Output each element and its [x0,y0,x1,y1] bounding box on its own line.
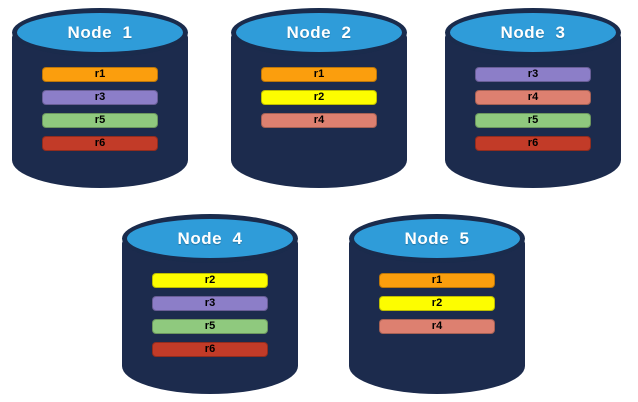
record-bar-r1: r1 [42,67,158,82]
node-title: Node 4 [177,228,243,248]
record-list: r3 r4 r5 r6 [445,67,621,151]
database-cylinder-body [445,32,621,188]
record-bar-r2: r2 [379,296,495,311]
record-bar-r5: r5 [42,113,158,128]
database-cylinder-body [349,238,525,394]
record-bar-r6: r6 [475,136,591,151]
node-title: Node 3 [500,22,566,42]
database-cylinder-top: Node 1 [12,8,188,57]
record-bar-r6: r6 [42,136,158,151]
record-bar-r3: r3 [152,296,268,311]
record-list: r1 r2 r4 [349,273,525,334]
record-bar-r1: r1 [379,273,495,288]
node-4-cylinder: Node 4 r2 r3 r5 r6 [122,214,298,394]
node-5-cylinder: Node 5 r1 r2 r4 [349,214,525,394]
record-bar-r2: r2 [261,90,377,105]
database-cylinder-top: Node 4 [122,214,298,263]
record-bar-r2: r2 [152,273,268,288]
record-bar-r5: r5 [152,319,268,334]
record-bar-r4: r4 [379,319,495,334]
node-3-cylinder: Node 3 r3 r4 r5 r6 [445,8,621,188]
node-title: Node 5 [404,228,470,248]
record-bar-r1: r1 [261,67,377,82]
database-cylinder-body [231,32,407,188]
record-list: r2 r3 r5 r6 [122,273,298,357]
node-title: Node 1 [67,22,133,42]
record-bar-r4: r4 [475,90,591,105]
database-cylinder-top: Node 2 [231,8,407,57]
record-bar-r6: r6 [152,342,268,357]
database-cylinder-top: Node 5 [349,214,525,263]
record-list: r1 r2 r4 [231,67,407,128]
database-cylinder-top: Node 3 [445,8,621,57]
record-bar-r5: r5 [475,113,591,128]
database-cylinder-body [122,238,298,394]
database-cylinder-body [12,32,188,188]
record-bar-r3: r3 [475,67,591,82]
record-list: r1 r3 r5 r6 [12,67,188,151]
node-title: Node 2 [286,22,352,42]
node-1-cylinder: Node 1 r1 r3 r5 r6 [12,8,188,188]
record-bar-r4: r4 [261,113,377,128]
node-2-cylinder: Node 2 r1 r2 r4 [231,8,407,188]
record-bar-r3: r3 [42,90,158,105]
